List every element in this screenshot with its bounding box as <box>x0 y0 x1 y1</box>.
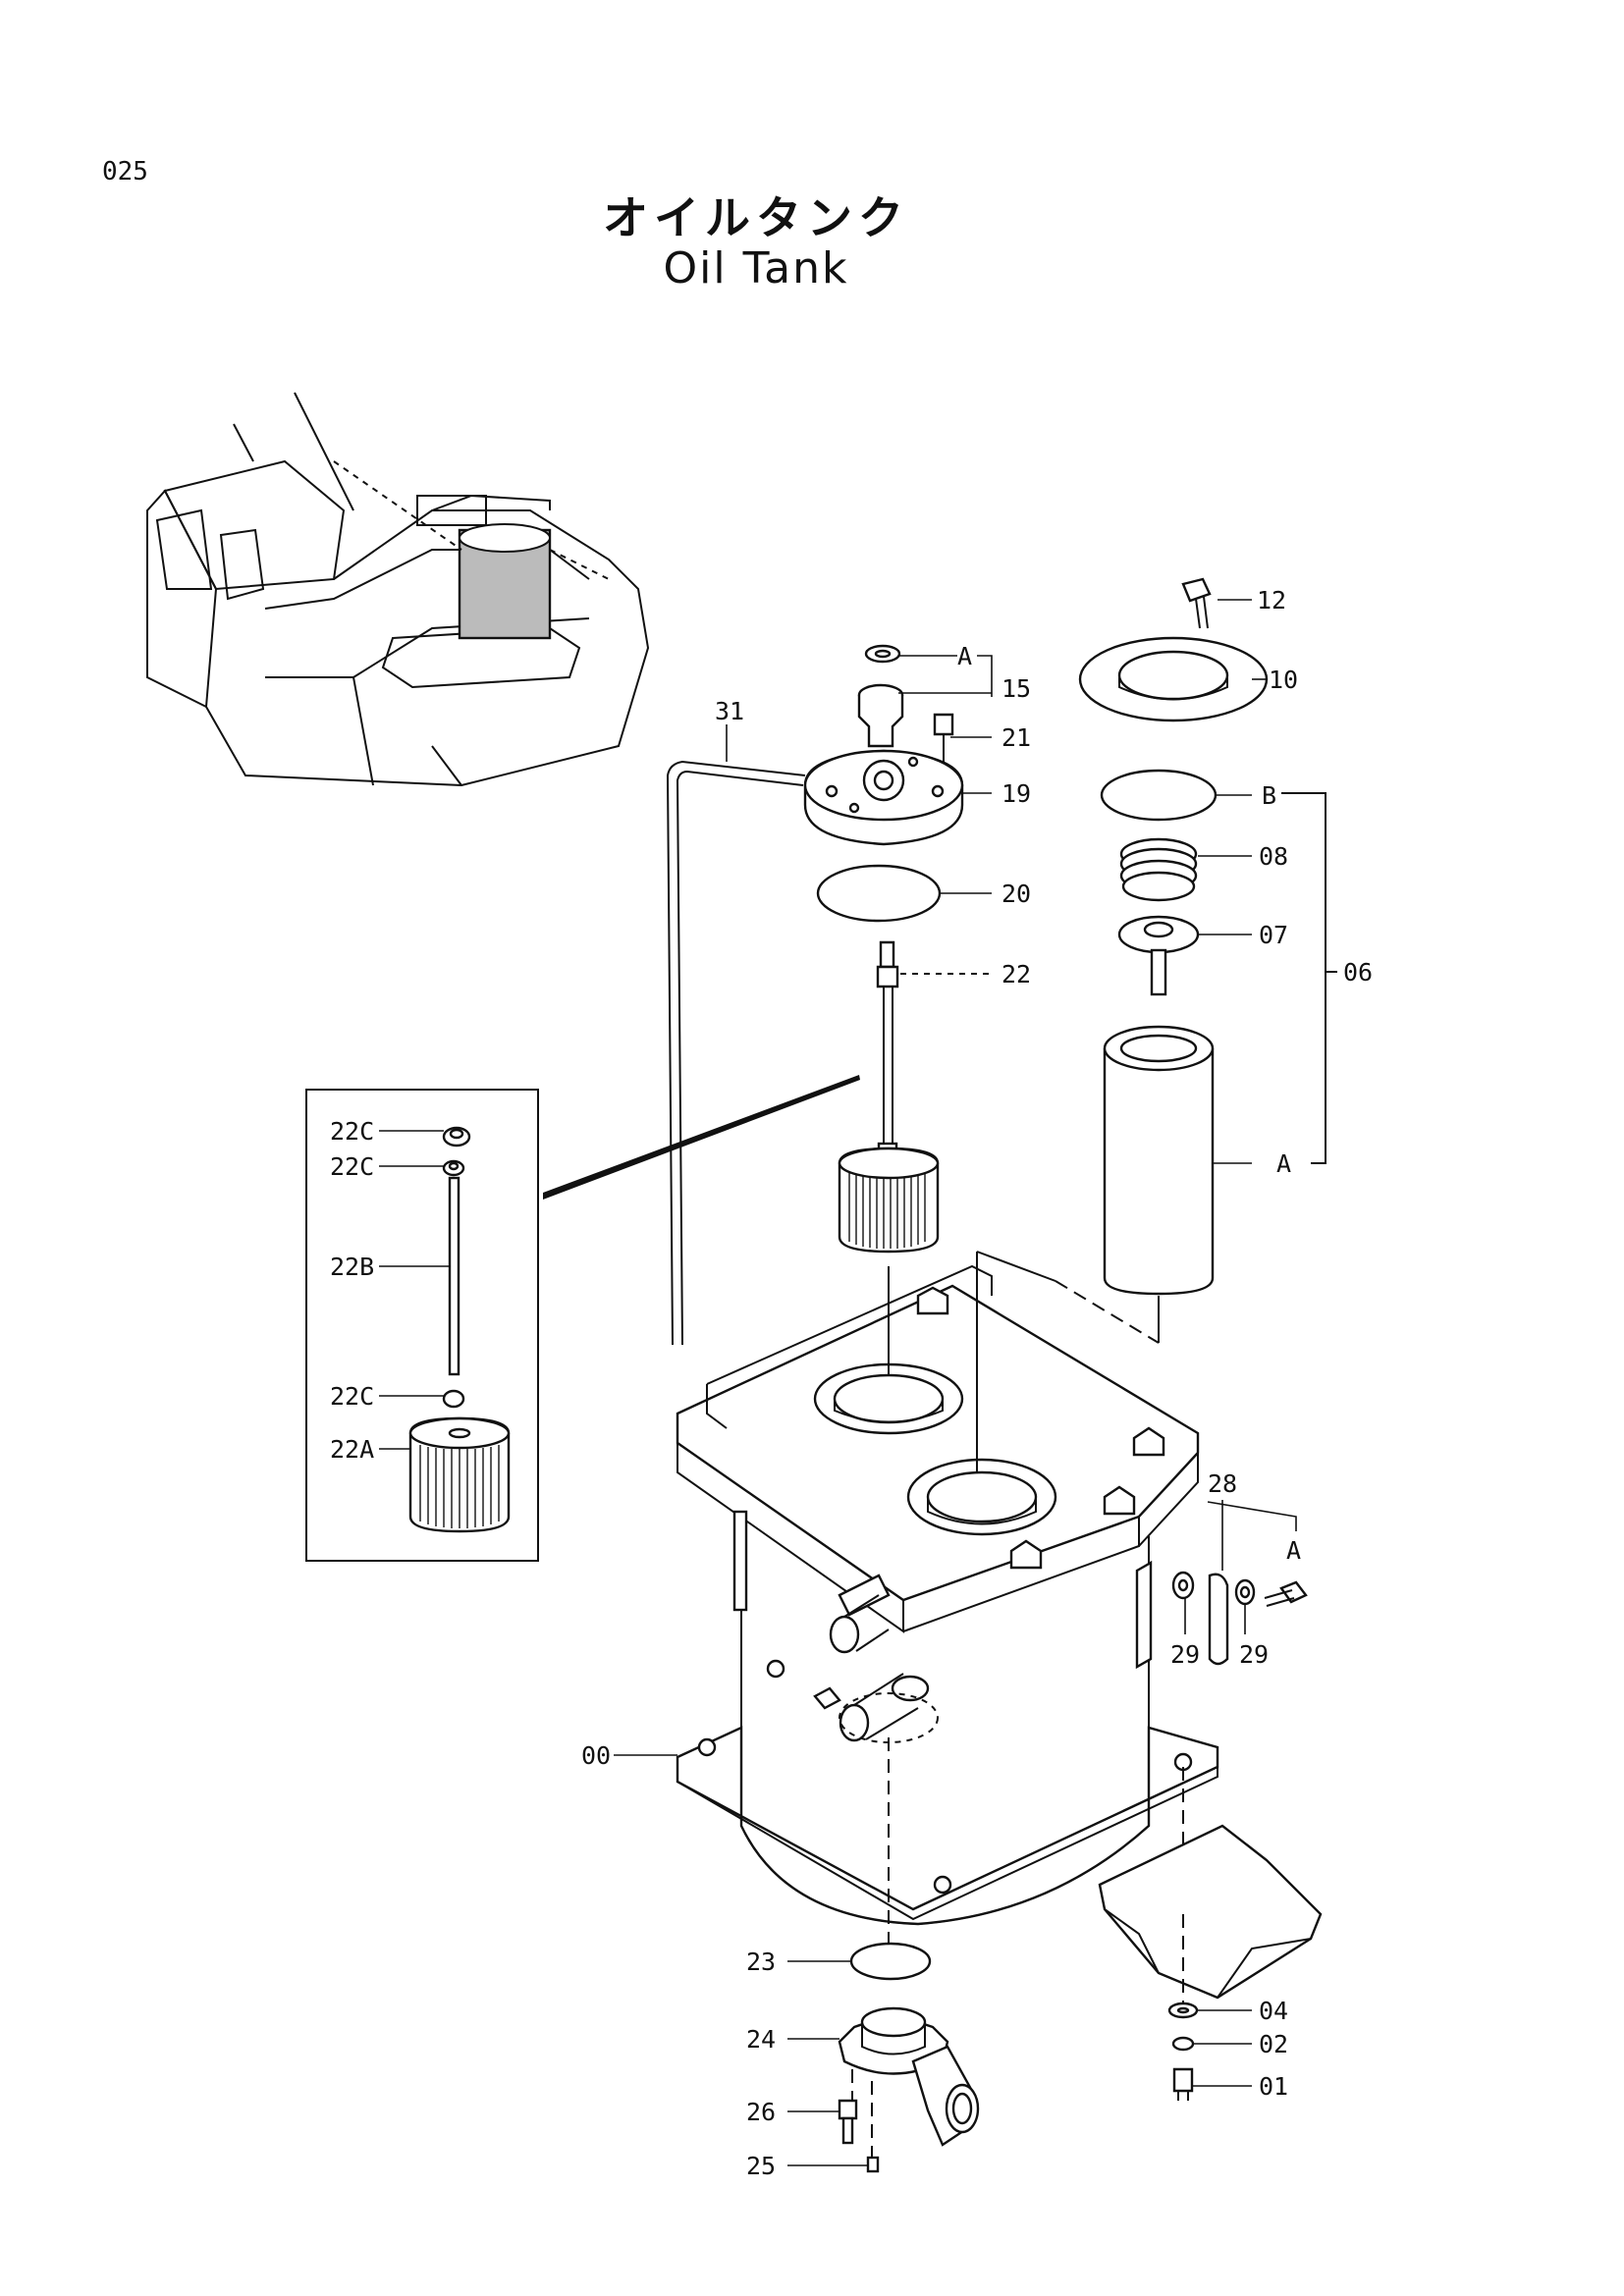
page-title-english: Oil Tank <box>663 243 849 294</box>
callout-29-right: 29 <box>1239 1640 1269 1669</box>
strainer-detail-box <box>305 1089 539 1562</box>
callout-22: 22 <box>1001 960 1031 988</box>
callout-leader-lines <box>379 599 1267 2166</box>
callout-23: 23 <box>746 1948 776 1976</box>
callout-08: 08 <box>1259 842 1288 871</box>
page-title-japanese: オイルタンク <box>603 191 909 244</box>
return-filter-assembly <box>1078 577 1337 1296</box>
callout-29-left: 29 <box>1170 1640 1200 1669</box>
callout-20: 20 <box>1001 880 1031 908</box>
callout-00: 00 <box>581 1741 611 1770</box>
callout-07: 07 <box>1259 921 1288 949</box>
suction-outlet-assembly <box>838 1942 980 2173</box>
callout-10: 10 <box>1269 666 1298 694</box>
callout-04: 04 <box>1259 1997 1288 2025</box>
callout-24: 24 <box>746 2025 776 2054</box>
callout-19: 19 <box>1001 779 1031 808</box>
callout-A-filter: A <box>1276 1149 1291 1178</box>
oil-tank-body <box>676 1251 1219 1944</box>
callout-28: 28 <box>1208 1469 1237 1498</box>
callout-21: 21 <box>1001 723 1031 752</box>
filler-cap-assembly <box>666 644 964 1346</box>
callout-15: 15 <box>1001 674 1031 703</box>
tank-support-bracket <box>1098 1824 1323 2101</box>
callout-A-top: A <box>957 642 972 670</box>
callout-22A: 22A <box>330 1435 374 1464</box>
callout-22C-3: 22C <box>330 1382 374 1411</box>
callout-01: 01 <box>1259 2072 1288 2101</box>
callout-02: 02 <box>1259 2030 1288 2058</box>
callout-22B: 22B <box>330 1253 374 1281</box>
page-number: 025 <box>102 157 148 187</box>
callout-06: 06 <box>1343 958 1373 987</box>
callout-31: 31 <box>715 697 744 725</box>
callout-A-bracket: A <box>1286 1536 1301 1565</box>
callout-labels: 12 10 A 15 21 31 19 B 20 08 07 06 22 A 2… <box>330 586 1373 2180</box>
excavator-locator-illustration <box>146 392 650 787</box>
callout-B: B <box>1262 781 1276 810</box>
callout-22C-1: 22C <box>330 1117 374 1146</box>
callout-25: 25 <box>746 2152 776 2180</box>
callout-12: 12 <box>1257 586 1286 614</box>
strainer-assembly <box>543 940 940 1254</box>
callout-26: 26 <box>746 2098 776 2126</box>
callout-22C-2: 22C <box>330 1152 374 1181</box>
